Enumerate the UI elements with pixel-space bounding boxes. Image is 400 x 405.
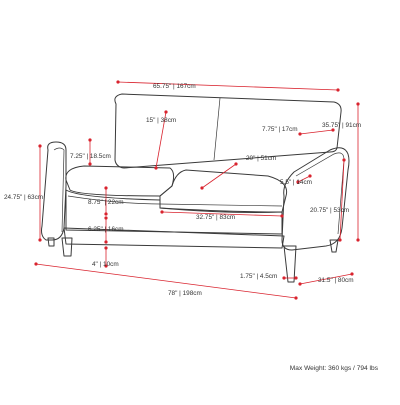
seat-cushion-right bbox=[159, 169, 288, 213]
dim-arm-width-start-dot bbox=[298, 132, 302, 136]
dim-total-width-start-dot bbox=[34, 262, 38, 266]
back-cushion-seam bbox=[213, 97, 221, 161]
dim-arm-top-depth-end-dot bbox=[308, 174, 312, 178]
label-total-width: 78" | 198cm bbox=[168, 290, 202, 297]
dim-total-depth-end-dot bbox=[350, 272, 354, 276]
dim-back-width-end-dot bbox=[336, 88, 340, 92]
label-arm-top-depth: 5.5" | 14cm bbox=[280, 179, 312, 186]
dim-total-depth-start-dot bbox=[298, 282, 302, 286]
label-total-height: 24.75" | 63cm bbox=[4, 194, 43, 201]
dim-seat-width-end-dot bbox=[280, 214, 284, 218]
right-arm bbox=[281, 147, 350, 251]
dim-arm-height-from-floor-start-dot bbox=[342, 158, 346, 162]
label-seat-width: 32.75" | 83cm bbox=[196, 214, 235, 221]
max-weight-note: Max Weight: 360 kgs / 794 lbs bbox=[289, 365, 378, 372]
dim-seat-depth-start-dot bbox=[234, 162, 238, 166]
dim-arm-height-from-floor-end-dot bbox=[338, 238, 342, 242]
dim-leg-width-start-dot bbox=[282, 276, 286, 280]
dim-arm-height-above-seat-start-dot bbox=[88, 138, 92, 142]
dim-total-height-end-dot bbox=[38, 238, 42, 242]
leg-back-right bbox=[329, 239, 339, 253]
label-leg-width: 1.75" | 4.5cm bbox=[240, 273, 277, 280]
dim-base-height-start-dot bbox=[104, 216, 108, 220]
dim-leg-height-end-dot bbox=[104, 264, 108, 268]
leg-front-right bbox=[283, 245, 297, 283]
dim-total-width bbox=[35, 263, 297, 299]
left-arm-piping bbox=[53, 147, 65, 233]
label-total-depth: 31.5" | 80cm bbox=[318, 277, 354, 284]
dim-back-cushion-height-end-dot bbox=[154, 166, 158, 170]
back-cushion bbox=[114, 93, 342, 169]
dim-arm-top-depth-start-dot bbox=[296, 180, 300, 184]
label-base-height: 6.25" | 16cm bbox=[88, 226, 124, 233]
label-seat-height: 8.75" | 22cm bbox=[88, 199, 124, 206]
dim-back-height-from-floor-end-dot bbox=[356, 238, 360, 242]
label-arm-height-above-seat: 7.25" | 18.5cm bbox=[70, 153, 111, 160]
label-arm-width: 7.75" | 17cm bbox=[262, 126, 298, 133]
dim-arm-height-above-seat-end-dot bbox=[88, 162, 92, 166]
dim-total-height-start-dot bbox=[38, 144, 42, 148]
dim-arm-top-depth bbox=[297, 175, 311, 183]
seat-cushion-left bbox=[65, 165, 175, 197]
sofa-outline bbox=[41, 93, 350, 283]
dim-arm-height-from-floor bbox=[339, 159, 345, 241]
label-arm-height-from-floor: 20.75" | 53cm bbox=[310, 207, 349, 214]
dim-seat-depth-end-dot bbox=[200, 186, 204, 190]
dim-total-depth bbox=[299, 273, 353, 285]
base-front bbox=[63, 227, 285, 249]
leg-front-left bbox=[61, 237, 73, 257]
dimension-lines bbox=[34, 80, 360, 300]
seat-front bbox=[65, 189, 283, 235]
dimension-labels: 65.75" | 167cm 15" | 38cm 7.25" | 18.5cm… bbox=[4, 83, 361, 297]
right-arm-piping bbox=[295, 152, 345, 235]
label-back-cushion-height: 15" | 38cm bbox=[146, 117, 176, 124]
label-seat-depth: 20" | 51cm bbox=[246, 155, 276, 162]
dim-seat-width-start-dot bbox=[160, 210, 164, 214]
dim-back-height-from-floor-start-dot bbox=[356, 102, 360, 106]
dim-leg-height-start-dot bbox=[104, 246, 108, 250]
dim-arm-width bbox=[299, 129, 334, 135]
label-leg-height: 4" | 10cm bbox=[92, 261, 119, 268]
dim-back-width-start-dot bbox=[116, 80, 120, 84]
dim-back-width bbox=[117, 81, 339, 91]
label-back-width: 65.75" | 167cm bbox=[153, 83, 196, 90]
dim-base-height-end-dot bbox=[104, 240, 108, 244]
dim-seat-depth bbox=[201, 163, 237, 189]
leg-back-left bbox=[47, 237, 55, 247]
seat-front-top-line bbox=[67, 195, 283, 207]
dim-seat-height-start-dot bbox=[104, 186, 108, 190]
dim-leg-width-end-dot bbox=[294, 276, 298, 280]
dim-seat-width bbox=[161, 211, 283, 217]
dim-arm-width-end-dot bbox=[331, 128, 335, 132]
dim-back-cushion-height bbox=[155, 111, 167, 169]
dim-total-width-end-dot bbox=[294, 296, 298, 300]
dim-back-cushion-height-start-dot bbox=[164, 110, 168, 114]
dim-seat-height-end-dot bbox=[104, 212, 108, 216]
label-back-height-from-floor: 35.75" | 91cm bbox=[322, 122, 361, 129]
